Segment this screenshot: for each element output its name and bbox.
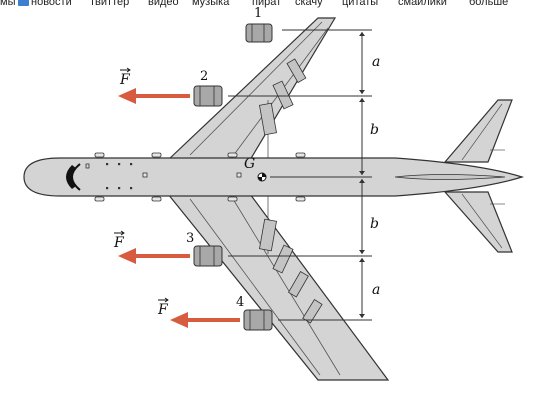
lower-wing (166, 193, 390, 381)
center-of-gravity-label: G (244, 156, 255, 172)
force-label-engine-4: F (157, 297, 169, 318)
center-of-gravity-marker (257, 172, 267, 182)
fuselage-hatches (94, 152, 306, 202)
engine-3 (193, 245, 223, 267)
nav-item-skachu[interactable]: скачу (295, 0, 323, 8)
force-label-engine-3: F (113, 230, 125, 251)
wing-flaps (259, 58, 323, 324)
wing-detail-lines (189, 21, 341, 376)
nav-item-twitter[interactable]: твиттер (90, 0, 130, 8)
lower-stabilizer (443, 191, 513, 253)
fuselage-windows (106, 163, 133, 190)
nav-item-pirate[interactable]: пират (252, 0, 282, 8)
force-arrow-engine-2 (118, 88, 190, 104)
force-arrow-engine-3 (118, 248, 190, 264)
nav-item-smileys[interactable]: смайлики (398, 0, 447, 8)
tail-cone (394, 174, 506, 180)
engine-label-4: 4 (236, 295, 244, 310)
nav-item-video[interactable]: видео (148, 0, 179, 8)
nav-item-quotes[interactable]: цитаты (342, 0, 379, 8)
dimension-extension-lines (228, 29, 372, 321)
dimension-label-a-bottom: a (372, 282, 380, 298)
engine-1 (245, 23, 273, 43)
news-icon (18, 0, 29, 6)
nav-item-more[interactable]: больше (469, 0, 509, 8)
svg-text:F: F (119, 72, 131, 88)
nav-item-news[interactable]: новости (31, 0, 72, 8)
force-arrow-engine-4 (170, 312, 240, 328)
engine-4 (243, 309, 273, 331)
engine-2 (193, 85, 223, 107)
upper-stabilizer (443, 99, 513, 163)
dimension-label-a-top: a (372, 54, 380, 70)
top-navigation-bar: мы новости твиттер видео музыка пират ск… (0, 0, 552, 10)
cockpit-windows (66, 163, 90, 191)
nav-item-my[interactable]: мы (0, 0, 16, 8)
svg-text:F: F (113, 235, 125, 251)
force-label-engine-2: F (119, 67, 131, 88)
dimension-label-b-top: b (370, 122, 379, 138)
svg-text:F: F (157, 302, 169, 318)
engine-label-2: 2 (200, 69, 208, 84)
dimension-label-b-bottom: b (370, 216, 379, 232)
stabilizer-detail-lines (461, 103, 505, 249)
engine-label-1: 1 (254, 6, 262, 21)
nav-item-music[interactable]: музыка (192, 0, 230, 8)
engine-label-3: 3 (186, 231, 194, 246)
